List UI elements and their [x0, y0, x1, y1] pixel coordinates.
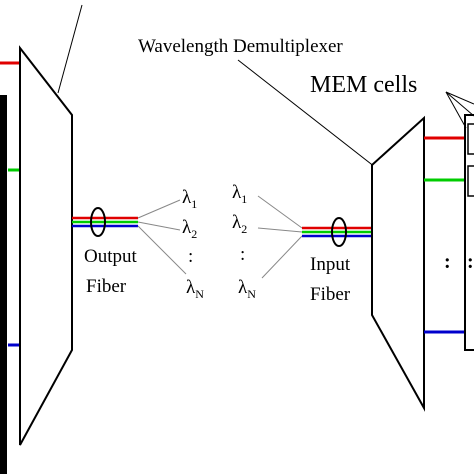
output-fiber-label-line2: Fiber [86, 276, 127, 297]
output-fiber-ring [90, 207, 106, 237]
input-lambda-dots: : [240, 244, 245, 265]
mem-pointer-line-1 [445, 91, 467, 129]
demultiplexer-label: Wavelength Demultiplexer [138, 36, 343, 57]
mem-pointer-line-2 [445, 91, 474, 105]
input-fiber-label-line2: Fiber [310, 284, 351, 305]
multiplexer-pointer-line [57, 4, 83, 94]
demultiplexer-pointer-line [237, 59, 399, 186]
mem-cell-ellipsis: : [467, 251, 474, 273]
output-fiber-label-line1: Output [84, 246, 138, 267]
output-fan-line-1 [137, 199, 181, 219]
left-array-bar [0, 95, 7, 474]
mem-pointer-line-3 [445, 91, 474, 117]
input-fiber-label-line1: Input [310, 254, 351, 275]
output-lambda-dots: : [188, 246, 193, 267]
input-fiber-ring [331, 217, 347, 247]
input-lambda-1: λ1 [232, 182, 247, 206]
input-lambda-2: λ2 [232, 212, 247, 236]
input-fan-line-1 [257, 195, 303, 229]
output-lambda-n: λN [186, 277, 204, 301]
mem-cells-label: MEM cells [310, 72, 417, 98]
output-lambda-1: λ1 [182, 187, 197, 211]
input-fan-line-2 [257, 227, 303, 233]
output-fan-line-2 [137, 221, 181, 231]
wavelength-demultiplexer [371, 115, 425, 412]
input-fan-line-n [261, 235, 303, 279]
channel-ellipsis-1: : [444, 251, 451, 273]
output-multiplexer [19, 45, 73, 446]
output-lambda-2: λ2 [182, 217, 197, 241]
output-fan-line-n [137, 225, 187, 275]
mem-cell-frame [464, 114, 474, 351]
mem-cell-2 [467, 165, 474, 197]
input-lambda-n: λN [238, 277, 256, 301]
mem-cell-1 [467, 123, 474, 155]
